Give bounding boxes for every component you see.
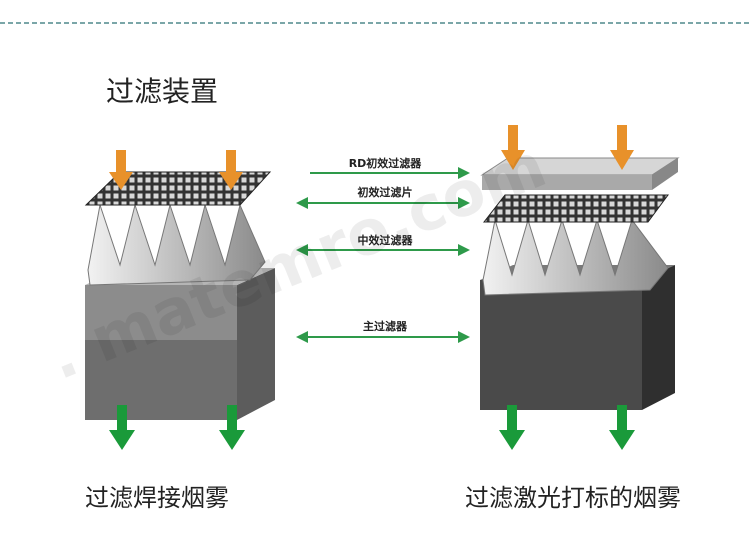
right-pleated-filter: [482, 218, 669, 296]
right-cube-front: [480, 280, 642, 410]
air-out-arrow-icon: [109, 405, 135, 450]
right-filter-stack: [480, 157, 680, 410]
left-mesh-panel: [84, 171, 272, 206]
air-out-arrow-icon: [609, 405, 635, 450]
left-filter-stack: [84, 171, 275, 420]
air-in-arrow-icon: [501, 125, 525, 170]
label-primary-filter-sheet: 初效过滤片: [357, 186, 413, 199]
air-in-arrow-icon: [610, 125, 634, 170]
label-rd-primary-filter: RD初效过滤器: [348, 157, 422, 170]
left-pleated-filter: [87, 203, 266, 286]
air-in-arrow-icon: [109, 150, 133, 190]
page-title: 过滤装置: [106, 75, 219, 108]
right-mesh-panel: [482, 194, 669, 223]
air-in-arrow-icon: [219, 150, 243, 190]
right-cube-side: [642, 265, 675, 410]
label-medium-filter: 中效过滤器: [357, 234, 413, 247]
air-out-arrow-icon: [219, 405, 245, 450]
caption-laser-marking-fumes: 过滤激光打标的烟雾: [465, 484, 681, 512]
label-main-filter: 主过滤器: [363, 320, 407, 333]
left-cube-side: [237, 268, 275, 420]
air-out-arrow-icon: [499, 405, 525, 450]
caption-welding-fumes: 过滤焊接烟雾: [85, 484, 229, 512]
